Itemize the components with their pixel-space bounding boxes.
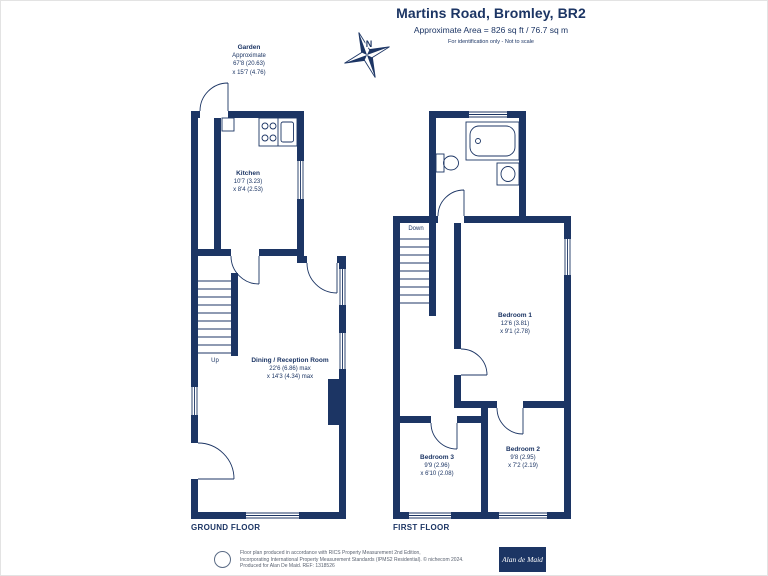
front-door-arc [197, 442, 235, 480]
ground-door-openings [191, 111, 337, 479]
dining-side-window-1 [339, 269, 346, 305]
bedroom3-door-opening [431, 416, 457, 423]
rear-door-opening [307, 256, 337, 263]
property-title: Martins Road, Bromley, BR2 [396, 5, 586, 21]
stairs-up-label: Up [211, 358, 219, 364]
kitchen-label: Kitchen 10'7 (3.23) x 8'4 (2.53) [233, 170, 263, 194]
bathroom-door-arc [437, 189, 465, 217]
bedroom1-door-arc [460, 348, 488, 376]
bedroom3-door-arc [430, 422, 458, 450]
footer-line-3: Produced for Alan De Maid. REF: 1318526 [240, 563, 335, 570]
ground-door-swings [197, 82, 338, 480]
stairs-down-label: Down [408, 226, 424, 232]
bedroom2-door-opening [497, 401, 523, 408]
first-floor-plan [393, 111, 571, 519]
first-door-swings [430, 189, 524, 450]
hob-icon [261, 122, 277, 142]
bedroom2-door-arc [496, 407, 524, 435]
dining-room-label: Dining / Reception Room 22'6 (6.86) max … [251, 357, 329, 381]
first-windows [409, 111, 571, 519]
stairs-up [198, 280, 231, 354]
first-door-openings [431, 216, 523, 423]
disclaimer-text: For identification only - Not to scale [448, 39, 534, 45]
stairs-down [400, 238, 429, 304]
alan-de-maid-logo-text: Alan de Maid [502, 555, 543, 564]
kitchen-door-arc [230, 255, 260, 285]
bedroom1-door-opening [454, 349, 461, 375]
bathroom-fixtures [435, 121, 520, 186]
compass-rose: N [344, 32, 390, 78]
boiler-icon [221, 117, 235, 132]
bedroom3-window [409, 512, 451, 519]
bedroom2-window [499, 512, 547, 519]
ground-floor-title: GROUND FLOOR [191, 523, 261, 532]
footer-line-1: Floor plan produced in accordance with R… [240, 550, 421, 556]
garden-door-opening [200, 111, 228, 118]
approximate-area: Approximate Area = 826 sq ft / 76.7 sq m [413, 25, 569, 35]
plan-header: Martins Road, Bromley, BR2 Approximate A… [341, 5, 641, 45]
compass-star-shading [344, 32, 390, 78]
bedroom2-label: Bedroom 2 9'8 (2.95) x 7'2 (2.19) [506, 446, 540, 470]
sink-icon [496, 162, 520, 186]
bedroom3-label: Bedroom 3 9'9 (2.96) x 6'10 (2.08) [420, 454, 454, 478]
alan-de-maid-logo: Alan de Maid [499, 547, 546, 572]
kitchen-sink-icon [280, 121, 294, 143]
bedroom1-window [564, 239, 571, 275]
kitchen-window [297, 161, 304, 199]
chimney-breast [328, 379, 339, 425]
kitchen-door-opening [231, 249, 259, 256]
bathtub-icon [465, 121, 520, 161]
front-window [246, 512, 299, 519]
front-door-opening [191, 443, 198, 479]
bathroom-door-opening [438, 216, 464, 223]
bedroom1-label: Bedroom 1 12'6 (3.81) x 9'1 (2.78) [498, 312, 532, 336]
bathroom-window [469, 111, 507, 118]
garden-label: Garden Approximate 67'8 (20.63) x 15'7 (… [232, 44, 266, 76]
dining-left-window [191, 387, 198, 415]
toilet-icon [435, 153, 459, 173]
ground-windows [191, 161, 346, 519]
dining-side-window-2 [339, 333, 346, 369]
footer-disclaimer: Floor plan produced in accordance with R… [240, 550, 464, 570]
certification-logo-icon [214, 551, 231, 568]
garden-door-arc [199, 82, 229, 112]
footer-line-2: Incorporating International Property Mea… [240, 556, 464, 563]
ground-floor-plan [191, 82, 346, 519]
first-floor-title: FIRST FLOOR [393, 523, 450, 532]
rear-door-arc [306, 262, 338, 294]
compass-north-label: N [366, 39, 373, 49]
kitchen-counter [221, 117, 298, 147]
